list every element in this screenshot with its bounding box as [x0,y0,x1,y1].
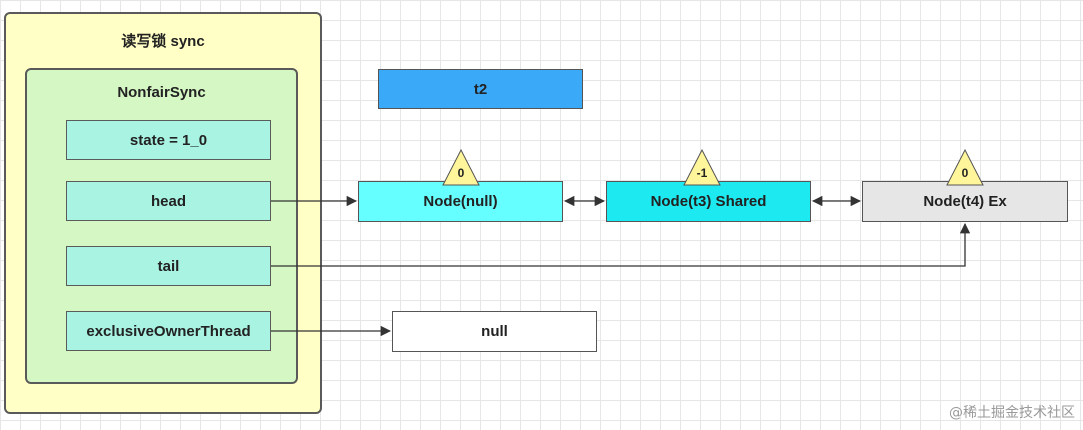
lock-title: 读写锁 sync [121,33,205,50]
wait-status-triangle-3 [946,148,984,186]
node-null-label: Node(null) [423,193,498,210]
wait-status-3: 0 [962,166,969,180]
node-t4-label: Node(t4) Ex [923,193,1007,210]
tail-arrow [271,222,971,267]
wait-status-triangle-1 [442,148,480,186]
state-field: state = 1_0 [66,120,271,160]
owner-null-label: null [481,323,508,340]
tail-field: tail [66,246,271,286]
sync-title: NonfairSync [117,84,206,101]
node-null: Node(null) [358,181,563,222]
node-t3-shared: Node(t3) Shared [606,181,811,222]
head-field: head [66,181,271,221]
wait-status-2: -1 [697,166,708,180]
owner-thread-field: exclusiveOwnerThread [66,311,271,351]
site-watermark: @稀土掘金技术社区 [949,405,1075,421]
node-t3-label: Node(t3) Shared [650,193,767,210]
wait-status-1: 0 [458,166,465,180]
node-t4-ex: Node(t4) Ex [862,181,1068,222]
thread-t2-box: t2 [378,69,583,109]
thread-t2-label: t2 [473,80,488,98]
owner-null-box: null [392,311,597,352]
wait-status-triangle-2 [683,148,721,186]
